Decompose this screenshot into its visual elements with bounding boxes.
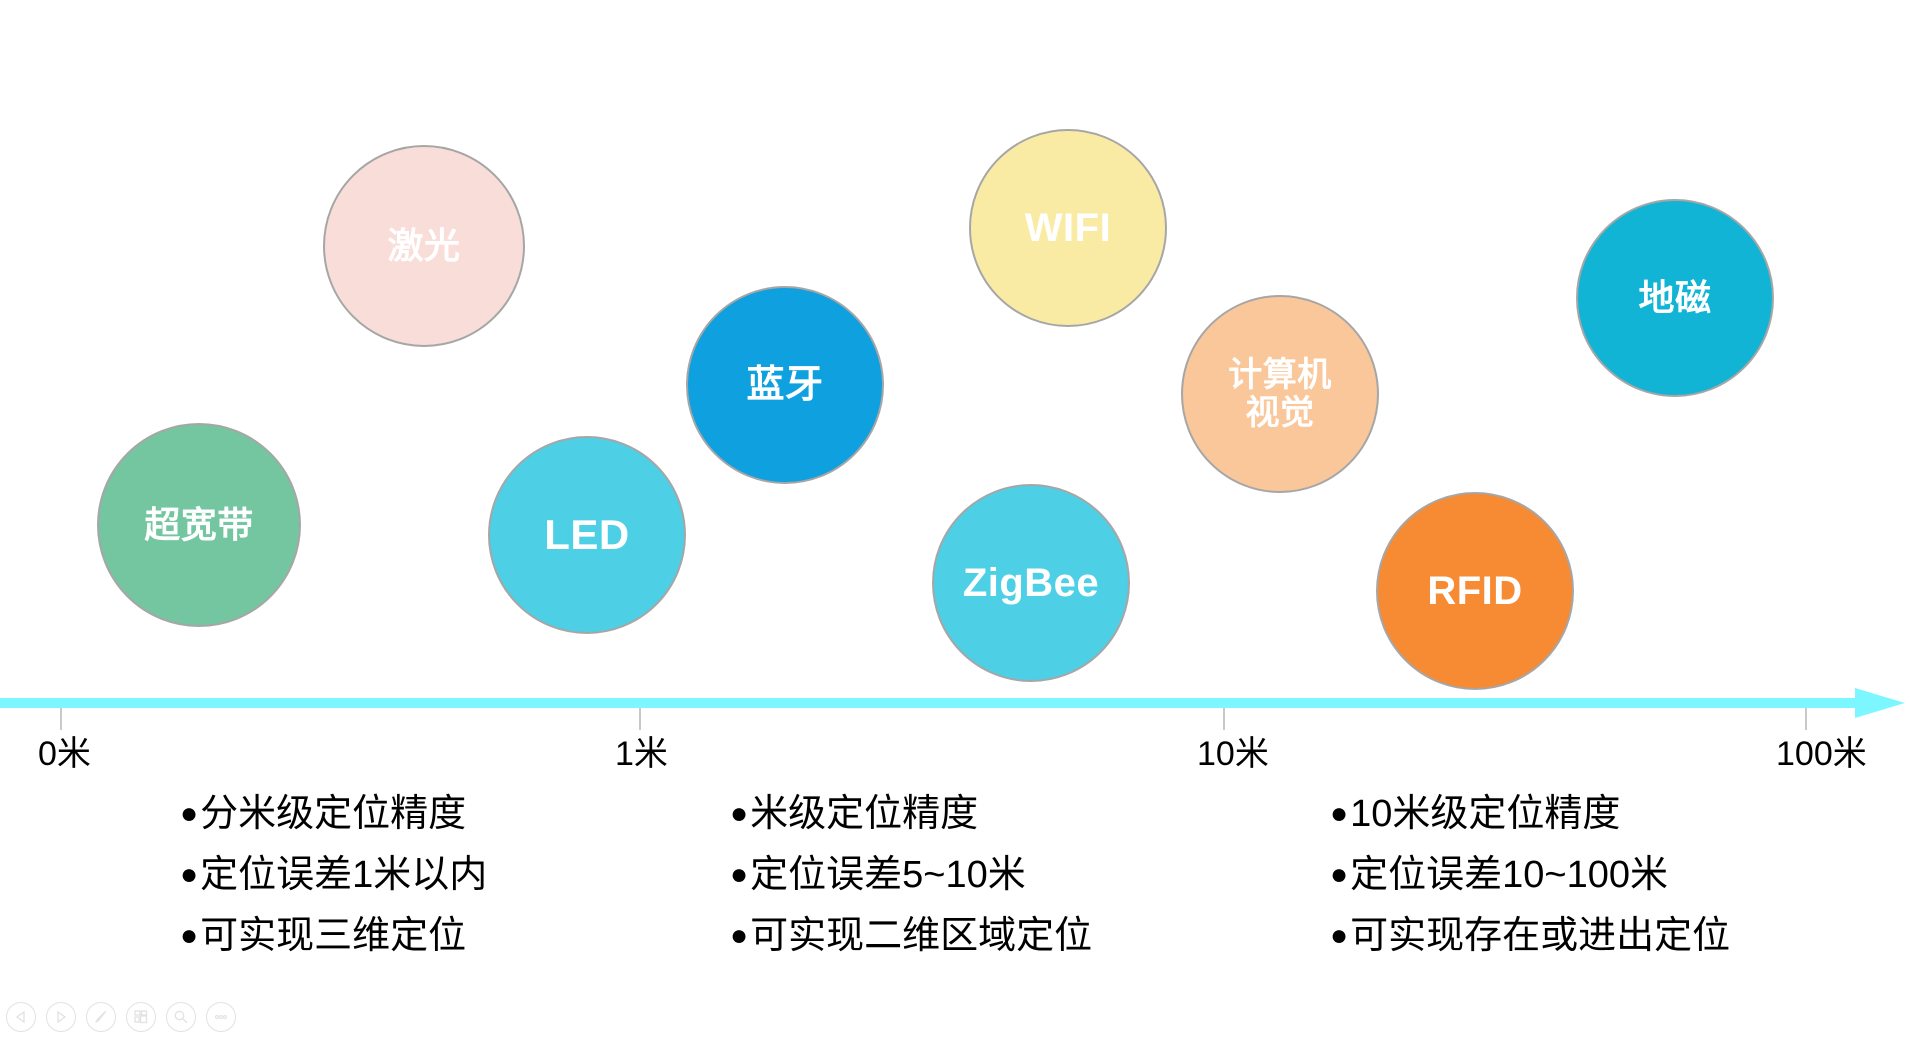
- bubble-计算机视觉[interactable]: 计算机 视觉: [1181, 295, 1379, 493]
- bullet-column-ten-meter-accuracy: ●10米级定位精度●定位误差10~100米●可实现存在或进出定位: [1330, 795, 1730, 978]
- next-slide-button[interactable]: [46, 1002, 76, 1032]
- bubble-RFID[interactable]: RFID: [1376, 492, 1574, 690]
- bubble-label: 蓝牙: [746, 363, 824, 406]
- bullet-item-text: 米级定位精度: [750, 793, 979, 835]
- bubble-label: 超宽带: [144, 503, 254, 545]
- bullet-item: ●10米级定位精度: [1330, 795, 1730, 833]
- axis-tick: [1223, 708, 1225, 730]
- bullet-marker-icon: ●: [1330, 919, 1349, 952]
- bullet-item: ●分米级定位精度: [180, 795, 487, 833]
- bullet-item-text: 可实现三维定位: [200, 915, 467, 957]
- bullet-item: ●可实现三维定位: [180, 917, 487, 955]
- bullet-item-text: 可实现存在或进出定位: [1350, 915, 1731, 957]
- bullet-item-text: 定位误差1米以内: [200, 854, 488, 896]
- bullet-item: ●定位误差10~100米: [1330, 856, 1730, 894]
- bullet-column-meter-accuracy: ●米级定位精度●定位误差5~10米●可实现二维区域定位: [730, 795, 1092, 978]
- magnifier-icon: [172, 1008, 190, 1026]
- triangle-left-icon: [13, 1009, 29, 1025]
- bubble-LED[interactable]: LED: [488, 436, 686, 634]
- bubble-label: 计算机 视觉: [1228, 355, 1332, 432]
- bullet-item: ●定位误差5~10米: [730, 856, 1092, 894]
- bubble-WIFI[interactable]: WIFI: [969, 129, 1167, 327]
- axis-line: [0, 698, 1860, 708]
- bubble-label: ZigBee: [962, 560, 1100, 605]
- axis-arrow-icon: [1855, 688, 1905, 718]
- bubble-label: 地磁: [1638, 276, 1712, 318]
- bullet-item-text: 定位误差10~100米: [1350, 854, 1668, 896]
- ellipsis-icon: [212, 1008, 230, 1026]
- bullet-item: ●可实现存在或进出定位: [1330, 917, 1730, 955]
- bullet-marker-icon: ●: [730, 858, 749, 891]
- bullet-marker-icon: ●: [730, 797, 749, 830]
- zoom-button[interactable]: [166, 1002, 196, 1032]
- measurement-axis: [0, 688, 1913, 730]
- more-options-button[interactable]: [206, 1002, 236, 1032]
- bubble-label: LED: [544, 511, 630, 559]
- slide-overview-button[interactable]: [126, 1002, 156, 1032]
- bullet-marker-icon: ●: [180, 797, 199, 830]
- axis-tick: [639, 708, 641, 730]
- bullet-marker-icon: ●: [1330, 858, 1349, 891]
- axis-tick-label: 0米: [38, 735, 91, 773]
- bullet-marker-icon: ●: [1330, 797, 1349, 830]
- bubble-ZigBee[interactable]: ZigBee: [932, 484, 1130, 682]
- bubble-超宽带[interactable]: 超宽带: [97, 423, 301, 627]
- pen-button[interactable]: [86, 1002, 116, 1032]
- axis-tick-label: 10米: [1197, 735, 1269, 773]
- pen-icon: [92, 1008, 110, 1026]
- axis-tick: [60, 708, 62, 730]
- bullet-column-decimeter-accuracy: ●分米级定位精度●定位误差1米以内●可实现三维定位: [180, 795, 487, 978]
- bullet-item-text: 定位误差5~10米: [750, 854, 1026, 896]
- bubble-蓝牙[interactable]: 蓝牙: [686, 286, 884, 484]
- bullet-marker-icon: ●: [730, 919, 749, 952]
- axis-tick-label: 100米: [1776, 735, 1867, 773]
- axis-tick-label: 1米: [615, 735, 668, 773]
- bubble-label: 激光: [387, 224, 461, 266]
- bubble-地磁[interactable]: 地磁: [1576, 199, 1774, 397]
- bullet-item: ●可实现二维区域定位: [730, 917, 1092, 955]
- previous-slide-button[interactable]: [6, 1002, 36, 1032]
- bullet-item-text: 分米级定位精度: [200, 793, 467, 835]
- bullet-marker-icon: ●: [180, 919, 199, 952]
- grid-layout-icon: [132, 1008, 150, 1026]
- bullet-item: ●定位误差1米以内: [180, 856, 487, 894]
- axis-tick: [1805, 708, 1807, 730]
- bubble-label: RFID: [1427, 568, 1523, 613]
- presentation-toolbar[interactable]: [6, 1002, 236, 1032]
- triangle-right-icon: [53, 1009, 69, 1025]
- bullet-item-text: 10米级定位精度: [1350, 793, 1621, 835]
- bullet-item: ●米级定位精度: [730, 795, 1092, 833]
- bubble-激光[interactable]: 激光: [323, 145, 525, 347]
- bullet-item-text: 可实现二维区域定位: [750, 915, 1093, 957]
- bubble-label: WIFI: [1024, 205, 1112, 250]
- bullet-marker-icon: ●: [180, 858, 199, 891]
